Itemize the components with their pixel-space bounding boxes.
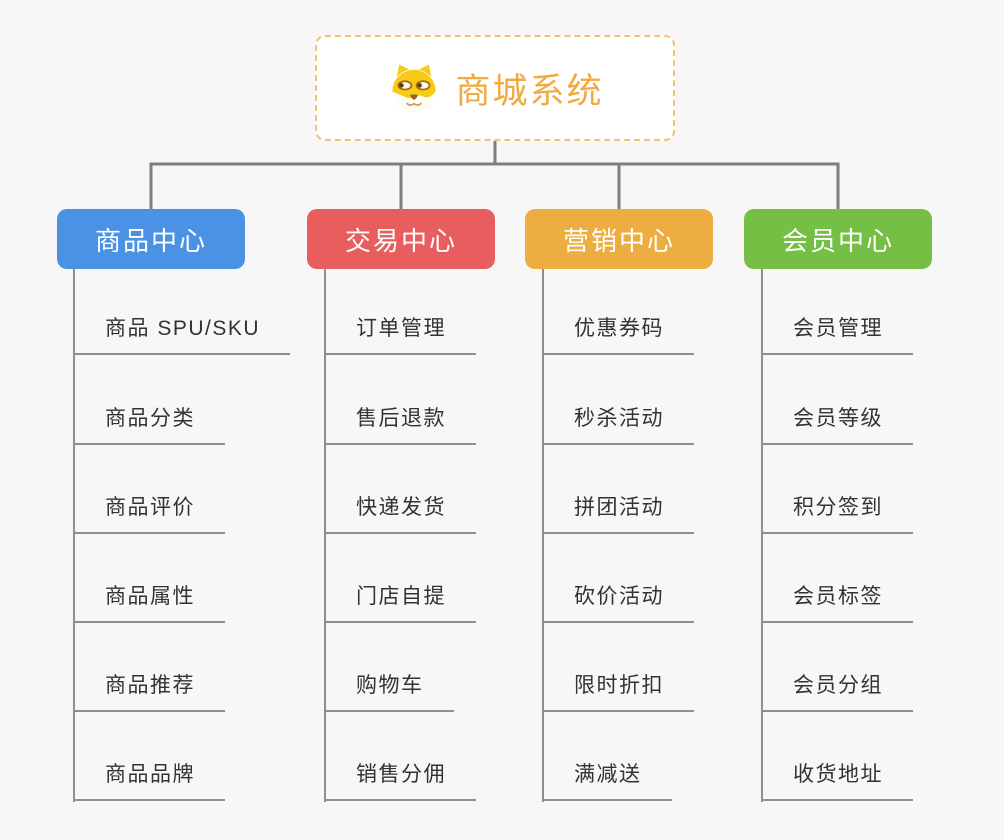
leaf-item[interactable]: 购物车 [325, 673, 454, 712]
branch-trade-center[interactable]: 交易中心 [307, 209, 495, 269]
leaf-item[interactable]: 砍价活动 [543, 584, 694, 623]
leaf-item[interactable]: 限时折扣 [543, 673, 694, 712]
leaf-item[interactable]: 积分签到 [762, 495, 913, 534]
leaf-item[interactable]: 会员管理 [762, 316, 913, 355]
leaf-item[interactable]: 快递发货 [325, 495, 476, 534]
branch-marketing-center[interactable]: 营销中心 [525, 209, 713, 269]
shiba-dog-icon [392, 64, 437, 113]
leaf-item[interactable]: 售后退款 [325, 406, 476, 445]
leaf-item[interactable]: 商品推荐 [74, 673, 225, 712]
leaf-item[interactable]: 会员标签 [762, 584, 913, 623]
leaf-item[interactable]: 收货地址 [762, 762, 913, 801]
branch-member-center[interactable]: 会员中心 [744, 209, 932, 269]
leaf-item[interactable]: 商品 SPU/SKU [74, 316, 291, 355]
leaf-item[interactable]: 拼团活动 [543, 495, 694, 534]
leaf-item[interactable]: 销售分佣 [325, 762, 476, 801]
leaf-item[interactable]: 订单管理 [325, 316, 476, 355]
leaf-item[interactable]: 商品分类 [74, 406, 225, 445]
leaf-item[interactable]: 门店自提 [325, 584, 476, 623]
leaf-item[interactable]: 会员等级 [762, 406, 913, 445]
leaf-item[interactable]: 商品评价 [74, 495, 225, 534]
tree-connectors [149, 139, 840, 211]
leaf-item[interactable]: 秒杀活动 [543, 406, 694, 445]
root-title: 商城系统 [455, 71, 604, 111]
root-node[interactable]: 商城系统 [315, 35, 675, 141]
leaf-item[interactable]: 满减送 [543, 762, 672, 801]
leaf-item[interactable]: 会员分组 [762, 673, 913, 712]
leaf-item[interactable]: 商品属性 [74, 584, 225, 623]
leaf-item[interactable]: 商品品牌 [74, 762, 225, 801]
branch-product-center[interactable]: 商品中心 [57, 209, 245, 269]
leaf-item[interactable]: 优惠券码 [543, 316, 694, 355]
